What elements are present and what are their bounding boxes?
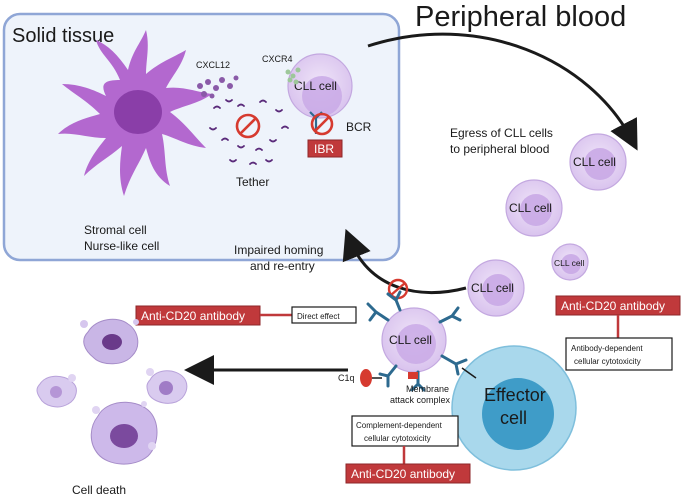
- membrane-attack-complex-icon: [408, 372, 418, 379]
- cxcr4-receptor-icon: [285, 67, 301, 85]
- c1q-label: C1q: [338, 373, 355, 383]
- egress-arrow: [367, 32, 638, 151]
- target-cll-cell: [381, 307, 447, 373]
- adcc-label-1: Antibody-dependent: [571, 344, 643, 353]
- effector-label-2: cell: [500, 408, 527, 428]
- cxcl12-label: CXCL12: [196, 60, 230, 70]
- direct-effect-box: [291, 306, 357, 324]
- homing-label-2: and re-entry: [250, 259, 315, 273]
- tether-inhibition-icon: [235, 113, 261, 139]
- effector-contact-line: [461, 367, 477, 379]
- egress-label-2: to peripheral blood: [450, 142, 549, 156]
- mac-label-1: Membrane: [406, 384, 449, 394]
- ibr-drug-box: [307, 139, 343, 158]
- blood-cll-cell-4-label: CLL cell: [471, 281, 514, 295]
- peripheral-blood-title: Peripheral blood: [415, 1, 626, 33]
- tether-label: Tether: [236, 175, 269, 189]
- stromal-nucleus: [114, 90, 162, 134]
- bcr-label: BCR: [346, 120, 372, 134]
- cell-death-label: Cell death: [72, 483, 126, 496]
- stromal-label-1: Stromal cell: [84, 223, 147, 237]
- blood-cll-cell-1: [569, 133, 627, 191]
- blood-cll-cell-3-label: CLL cell: [554, 258, 585, 268]
- adcc-box: [565, 337, 673, 371]
- cdc-label-2: cellular cytotoxicity: [364, 434, 431, 443]
- blood-cll-cell-2: [505, 179, 563, 237]
- ibr-label: IBR: [314, 142, 334, 156]
- blood-cll-cell-4: [467, 259, 525, 317]
- homing-arrow: [342, 228, 467, 295]
- mac-label-2: attack complex: [390, 395, 451, 405]
- bound-antibody-icons: [366, 290, 468, 392]
- tissue-cll-cell-label: CLL cell: [294, 79, 337, 93]
- homing-label-1: Impaired homing: [234, 243, 323, 257]
- stromal-label-2: Nurse-like cell: [84, 239, 159, 253]
- target-cll-cell-label: CLL cell: [389, 333, 432, 347]
- blood-cll-cell-1-label: CLL cell: [573, 155, 616, 169]
- bcr-inhibition-icon: [310, 112, 334, 136]
- blood-cll-cell-3: [551, 243, 589, 281]
- antibody-label-bottom: Anti-CD20 antibody: [351, 467, 455, 481]
- solid-tissue-region: [2, 12, 401, 262]
- tether-molecules: [209, 99, 289, 165]
- direct-effect-label: Direct effect: [297, 312, 340, 321]
- solid-tissue-title: Solid tissue: [12, 25, 114, 47]
- antibody-label-right: Anti-CD20 antibody: [561, 299, 665, 313]
- antibody-box-bottom: [345, 463, 471, 484]
- adcc-label-2: cellular cytotoxicity: [574, 357, 641, 366]
- antibody-label-left: Anti-CD20 antibody: [141, 309, 245, 323]
- effector-label-1: Effector: [484, 385, 546, 405]
- cdc-label-1: Complement-dependent: [356, 421, 443, 430]
- c1q-icon: [360, 369, 372, 387]
- tissue-cll-cell: [287, 53, 353, 119]
- cdc-box: [351, 415, 459, 447]
- stromal-cell: [58, 30, 212, 196]
- egress-label-1: Egress of CLL cells: [450, 126, 553, 140]
- blood-cll-cell-2-label: CLL cell: [509, 201, 552, 215]
- cxcr4-label: CXCR4: [262, 54, 293, 64]
- effector-cell: [451, 345, 577, 471]
- dying-cell-fragments: [36, 318, 188, 465]
- cxcl12-chemokines: [197, 75, 239, 99]
